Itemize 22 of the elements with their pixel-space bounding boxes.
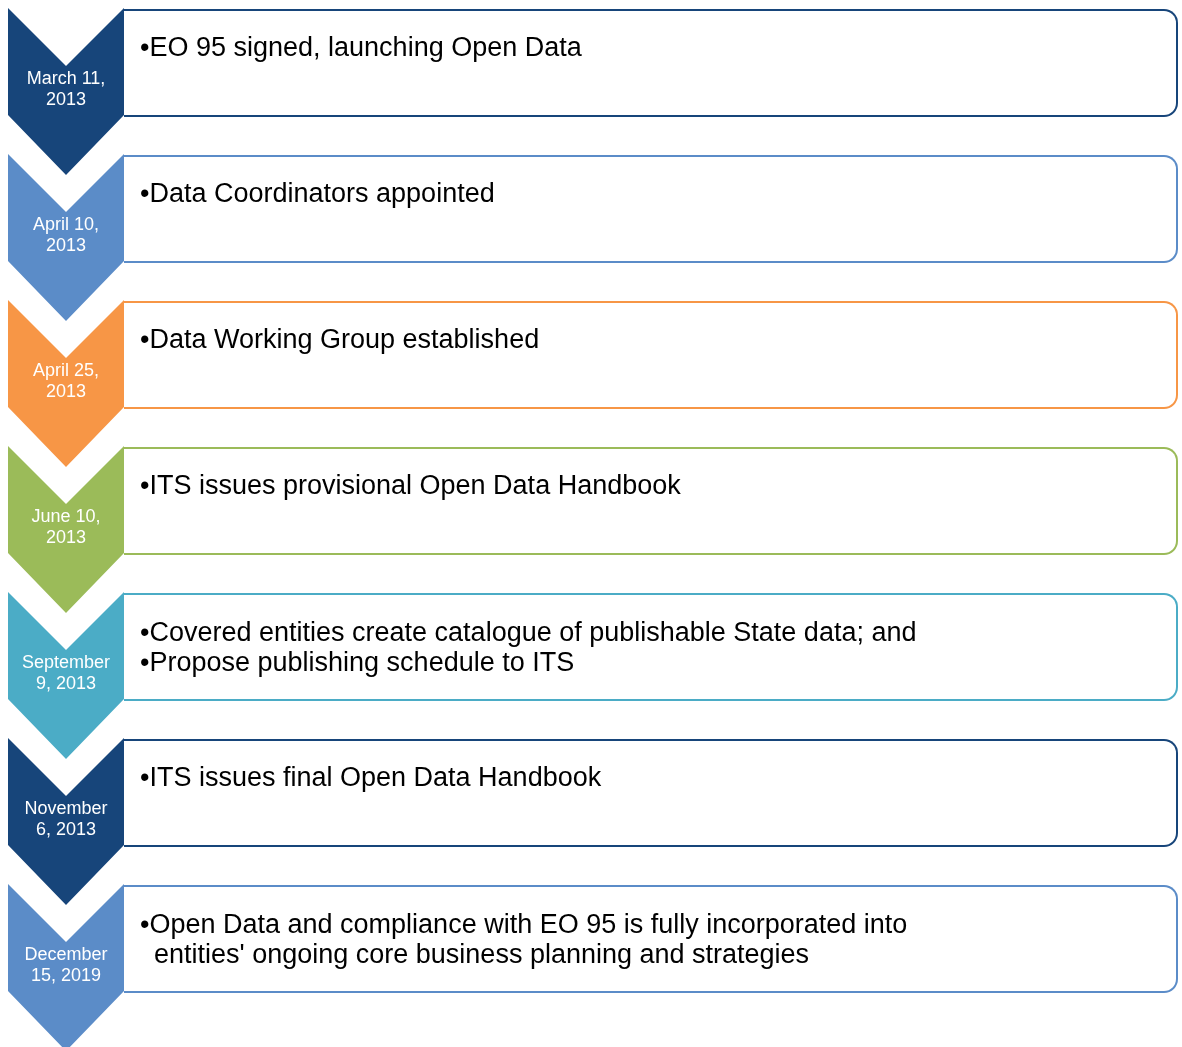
bullet-text: •Open Data and compliance with EO 95 is fully incorporated into entities' ongoing core business planning and strategies [140,909,909,969]
date-label: March 11, 2013 [25,68,107,110]
bullet-text: •Data Working Group established [140,324,541,354]
date-label: September 9, 2013 [20,652,112,694]
bullet-text: •Propose publishing schedule to ITS [140,647,576,677]
bullet-text: •ITS issues provisional Open Data Handbook [140,470,682,500]
milestone-box [124,739,1178,847]
milestone-box [124,155,1178,263]
bullet-text: •EO 95 signed, launching Open Data [140,32,583,62]
bullet-text: •Data Coordinators appointed [140,178,496,208]
bullet-text: •Covered entities create catalogue of publishable State data; and [140,617,918,647]
date-label: April 25, 2013 [31,360,100,402]
milestone-box [124,593,1178,701]
date-label: November 6, 2013 [23,798,109,840]
milestone-box [124,9,1178,117]
bullet-text: •ITS issues final Open Data Handbook [140,762,603,792]
milestone-box [124,447,1178,555]
date-label: December 15, 2019 [23,944,109,986]
milestone-box [124,885,1178,993]
date-label: June 10, 2013 [30,506,102,548]
milestone-box [124,301,1178,409]
date-label: April 10, 2013 [31,214,100,256]
